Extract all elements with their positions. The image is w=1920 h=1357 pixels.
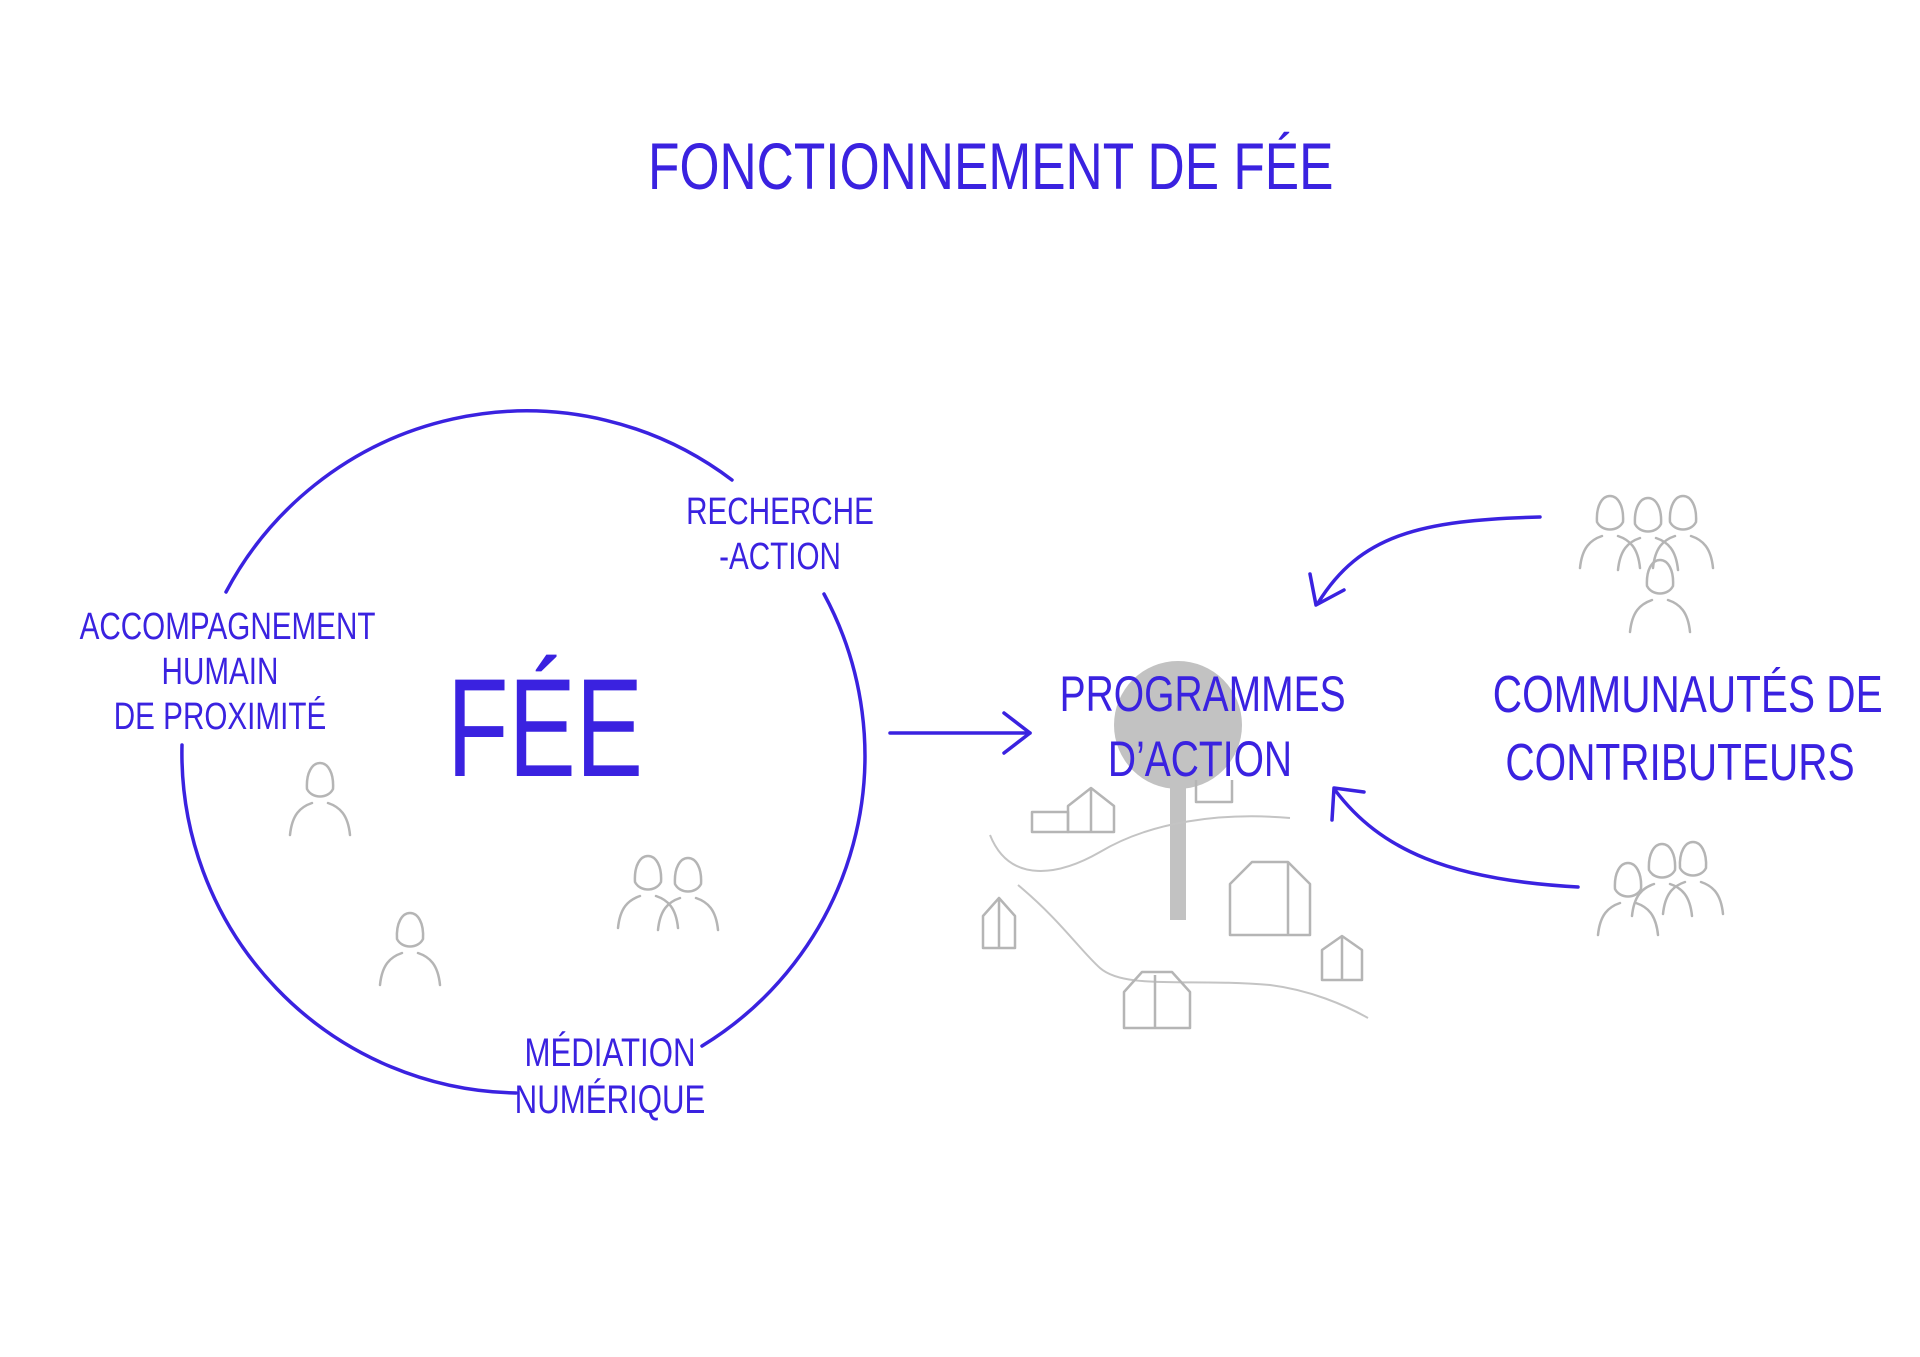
label-line: ACCOMPAGNEMENT [79,606,376,648]
cycle-label-accompagnement: ACCOMPAGNEMENT HUMAIN DE PROXIMITÉ [79,605,376,739]
page-title: FONCTIONNEMENT DE FÉE [648,129,1334,203]
tree-icon [1114,661,1242,920]
house-icon [981,780,1364,1030]
arrow-icon [888,711,1032,755]
cycle-label-recherche: RECHERCHE -ACTION [679,490,882,580]
label-line: MÉDIATION [524,1031,696,1075]
label-line: COMMUNAUTÉS DE [1492,666,1883,724]
label-line: -ACTION [719,535,841,578]
cycle-circle [180,409,867,1095]
arrow-icon [1308,515,1580,889]
communautes-label: COMMUNAUTÉS DE CONTRIBUTEURS [1492,662,1883,797]
label-line: CONTRIBUTEURS [1505,733,1855,792]
label-line: HUMAIN [161,650,279,693]
label-line: D’ACTION [1107,731,1293,787]
label-line: PROGRAMMES [1059,666,1346,722]
label-line: RECHERCHE [686,491,874,533]
label-line: DE PROXIMITÉ [113,695,327,738]
cycle-label-mediation: MÉDIATION NUMÉRIQUE [509,1030,712,1124]
center-label: FÉE [446,649,644,806]
programmes-label: PROGRAMMES D’ACTION [1059,662,1346,792]
road-icon [989,815,1369,1019]
label-line: NUMÉRIQUE [514,1078,706,1123]
